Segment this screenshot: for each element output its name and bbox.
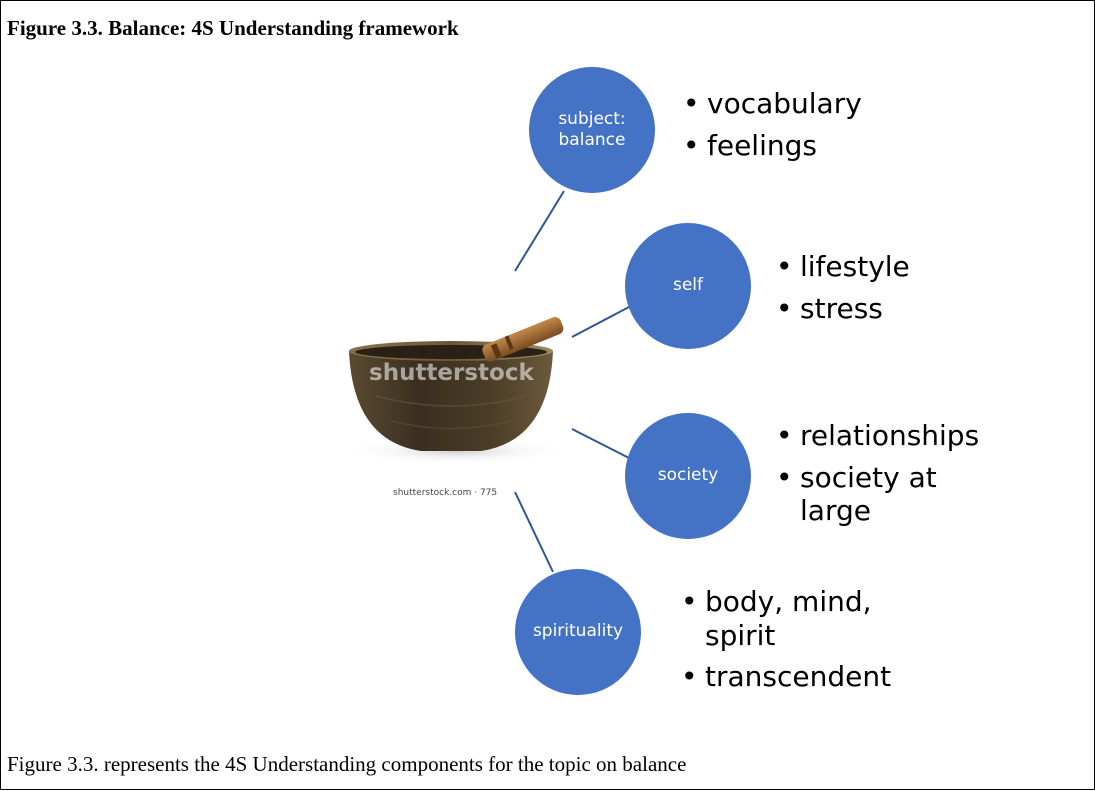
bullets-spirituality: body, mind, spirit transcendent bbox=[681, 585, 911, 702]
bullet-item: body, mind, spirit bbox=[681, 585, 911, 652]
figure-title: Figure 3.3. Balance: 4S Understanding fr… bbox=[7, 16, 459, 40]
node-self: self bbox=[625, 223, 751, 349]
singing-bowl-image bbox=[331, 301, 571, 511]
bullets-subject: vocabulary feelings bbox=[683, 87, 983, 170]
bullet-item: transcendent bbox=[681, 660, 911, 694]
bullet-item: relationships bbox=[776, 419, 1006, 453]
bullet-item: society at large bbox=[776, 461, 1006, 528]
bullets-self: lifestyle stress bbox=[776, 250, 1076, 333]
bullets-society: relationships society at large bbox=[776, 419, 1006, 536]
node-subject: subject:balance bbox=[529, 67, 655, 193]
node-society: society bbox=[625, 413, 751, 539]
connector-self bbox=[571, 306, 630, 338]
node-label-society: society bbox=[657, 465, 719, 486]
node-label-self: self bbox=[672, 275, 704, 296]
bullet-item: vocabulary bbox=[683, 87, 983, 121]
bullet-item: feelings bbox=[683, 129, 983, 163]
connector-society bbox=[571, 428, 630, 459]
bullet-item: stress bbox=[776, 292, 1076, 326]
connector-subject bbox=[514, 190, 565, 272]
watermark-text: shutterstock bbox=[369, 360, 534, 386]
bullet-item: lifestyle bbox=[776, 250, 1076, 284]
connector-spirituality bbox=[514, 491, 554, 573]
node-label-subject: subject:balance bbox=[558, 108, 626, 150]
node-spirituality: spirituality bbox=[515, 569, 641, 695]
figure-caption: Figure 3.3. represents the 4S Understand… bbox=[7, 752, 687, 776]
node-label-spirituality: spirituality bbox=[532, 621, 624, 642]
watermark-url: shutterstock.com · 775 bbox=[393, 488, 498, 498]
